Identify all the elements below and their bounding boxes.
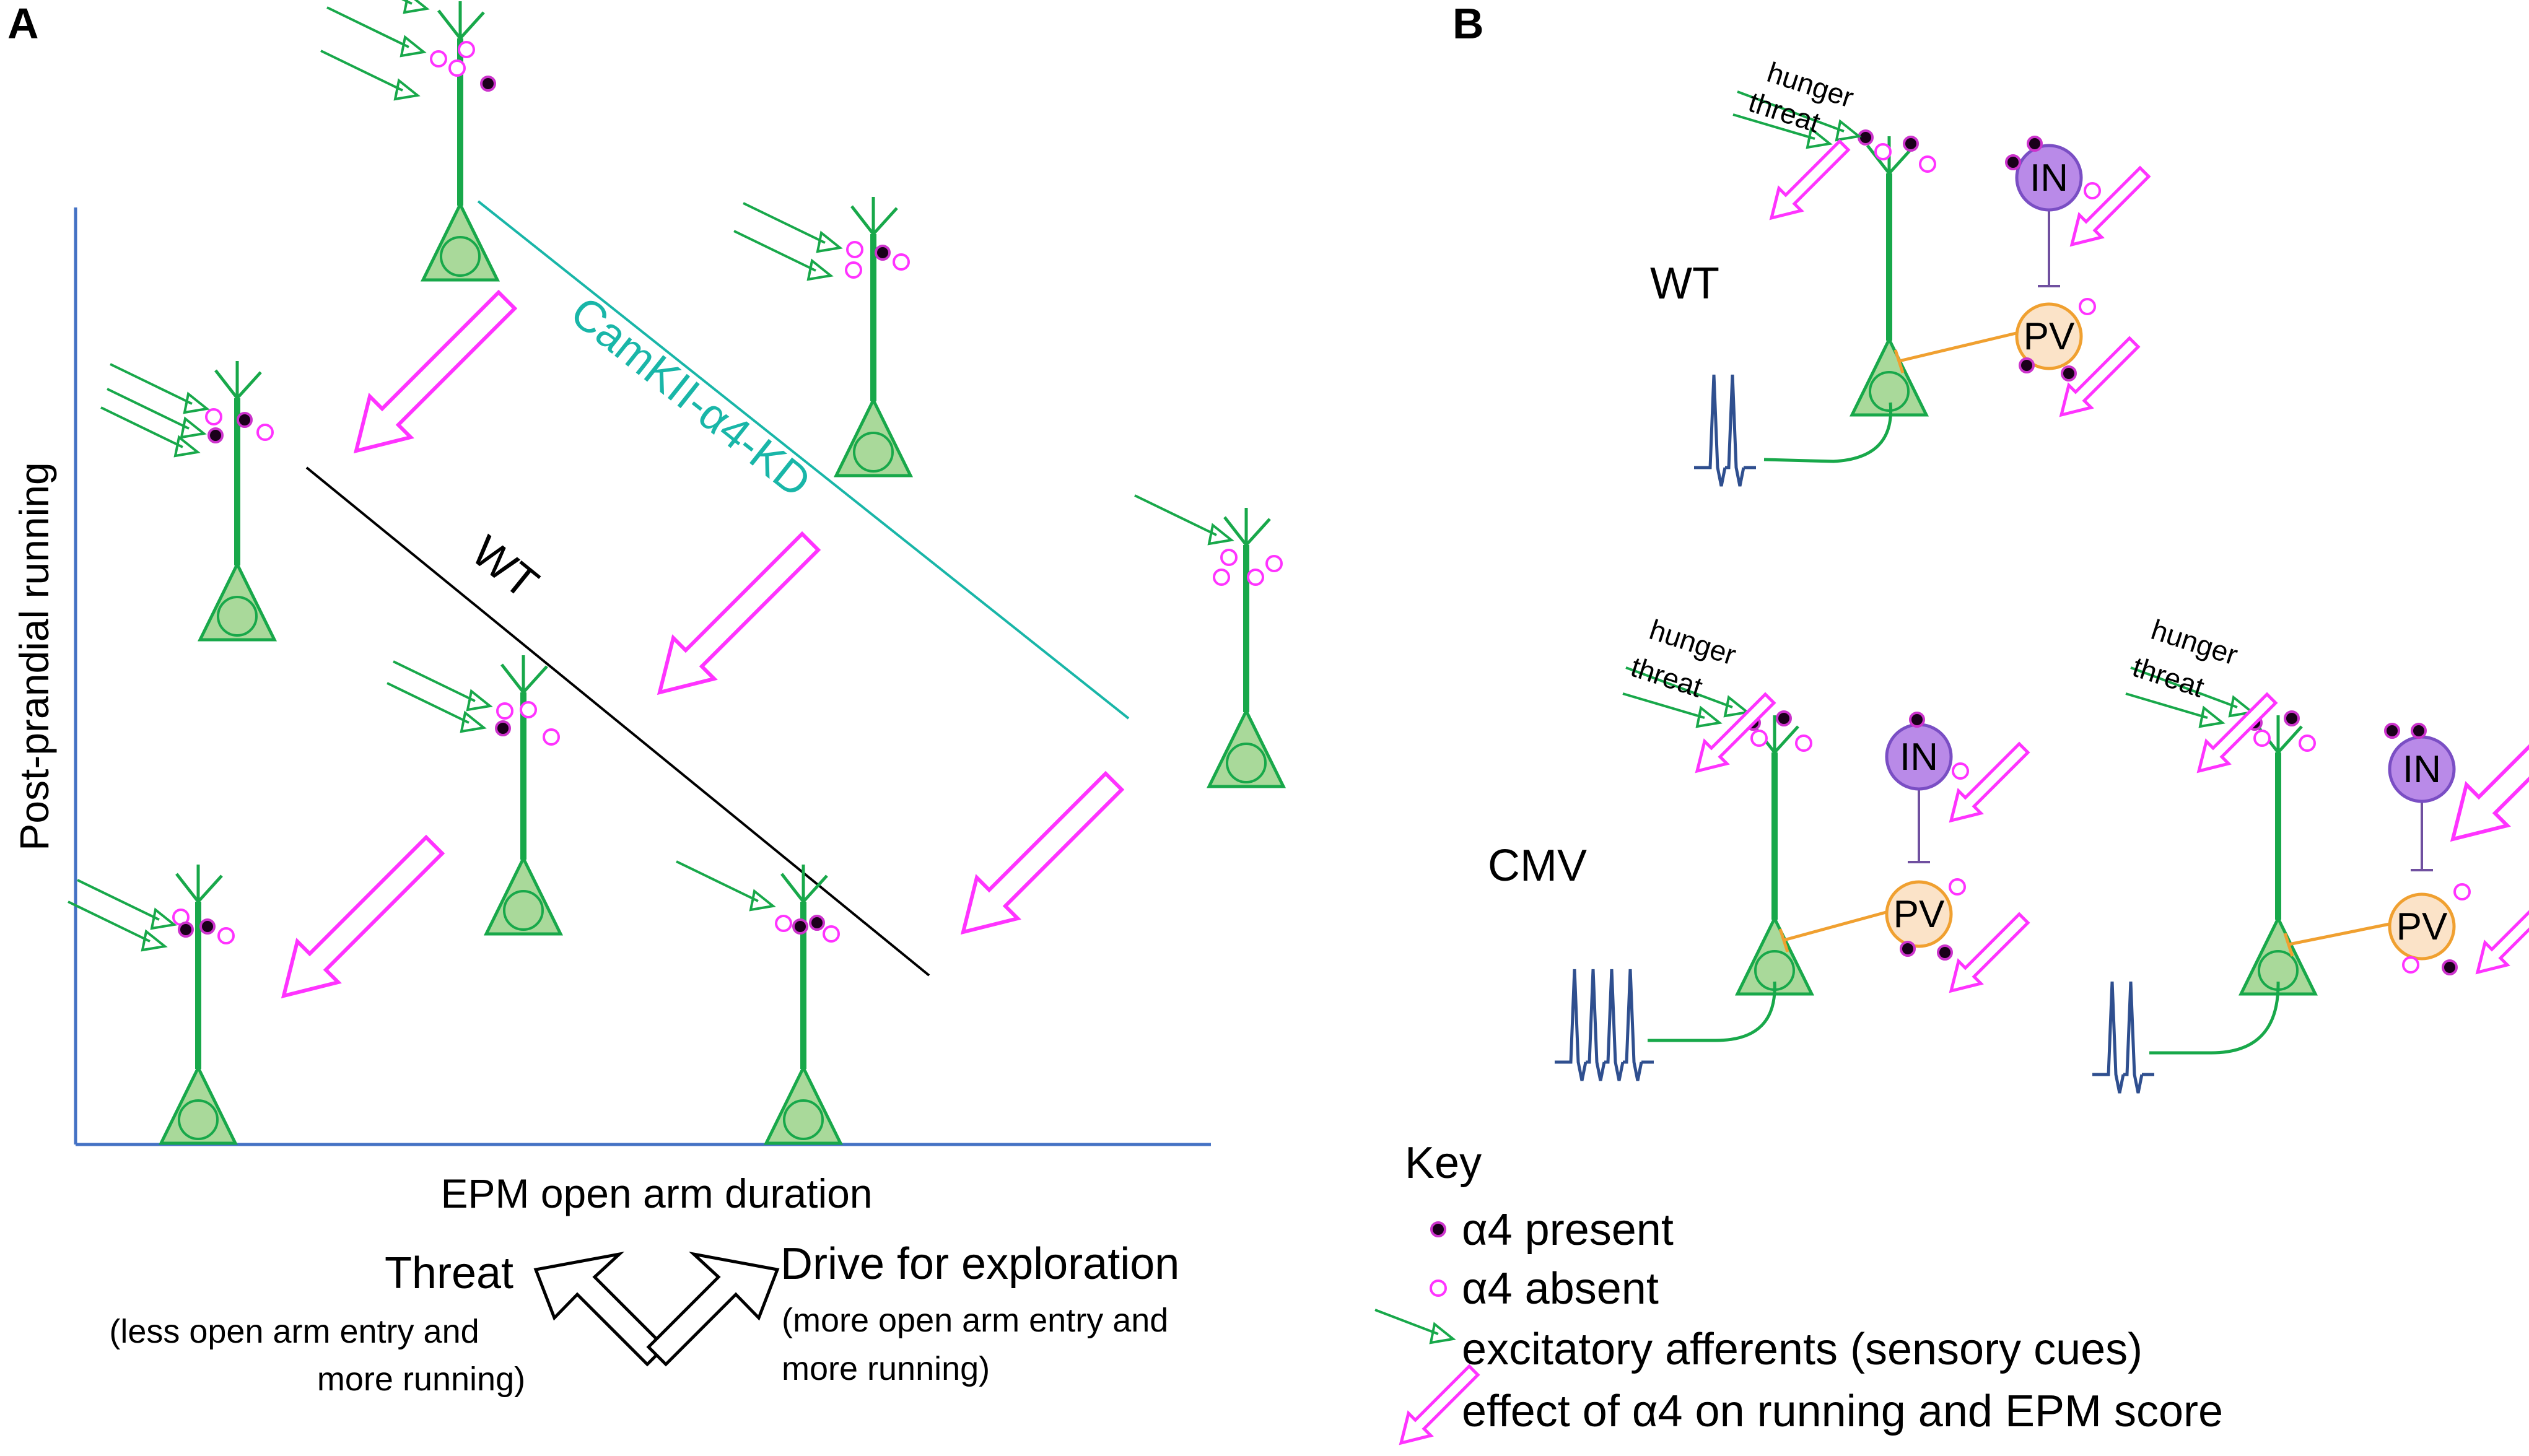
cmv-circuit-2: hunger threat IN PV [2092,613,2529,1093]
drive-desc-2: more running) [782,1350,990,1387]
effect-arrow-a4 [284,837,442,996]
panel-a-letter: A [7,0,39,48]
legend-absent-label: α4 absent [1462,1264,1659,1314]
camkii-trend-line [477,200,1130,720]
effect-arrow-a2 [660,534,818,692]
wt-row-label: WT [1650,259,1719,308]
threat-desc-1: (less open arm entry and [109,1313,479,1350]
legend-afferent-label: excitatory afferents (sensory cues) [1462,1325,2142,1374]
camkii-line-label: CamKII-α4-KD [561,287,819,507]
effect-arrow-a1 [356,292,515,451]
threat-arrow [533,1251,667,1367]
legend-afferent-marker [1374,1309,1456,1345]
neuron-a3 [100,361,274,640]
cmv1-pv-label: PV [1893,893,1945,936]
legend-present-marker [1430,1221,1446,1237]
legend-title: Key [1405,1138,1482,1188]
wt-trend-line [305,466,930,977]
neuron-a1 [320,0,497,280]
threat-desc-2: more running) [317,1361,525,1398]
cmv-circuit-1: hunger threat IN PV [1555,613,2028,1081]
legend: Key α4 present α4 absent excitatory affe… [1374,1138,2223,1443]
drive-title: Drive for exploration [780,1239,1179,1289]
neuron-a5 [386,655,561,934]
legend-effect-label: effect of α4 on running and EPM score [1462,1387,2223,1436]
neuron-a4 [1133,494,1283,787]
y-axis-label: Post-prandial running [11,462,57,850]
neuron-a6 [67,865,235,1143]
drive-arrow [646,1251,780,1367]
wt-pv-label: PV [2024,315,2075,358]
wt-circuit: hunger threat IN PV [1694,56,2149,486]
threat-title: Threat [385,1249,513,1298]
cmv2-pv-label: PV [2396,905,2448,948]
drive-desc-1: (more open arm entry and [782,1302,1168,1339]
neuron-a7 [675,860,841,1143]
x-axis-label: EPM open arm duration [440,1170,872,1216]
cmv-row-label: CMV [1488,841,1587,891]
legend-present-label: α4 present [1462,1205,1674,1255]
wt-line-label: WT [462,526,547,609]
cmv1-in-label: IN [1900,736,1938,778]
panel-b-letter: B [1452,0,1484,48]
wt-in-label: IN [2030,157,2068,199]
cmv2-in-label: IN [2403,748,2441,791]
legend-absent-marker [1430,1279,1447,1297]
effect-arrow-a3 [963,774,1122,932]
panel-a-axes [74,207,1211,1146]
